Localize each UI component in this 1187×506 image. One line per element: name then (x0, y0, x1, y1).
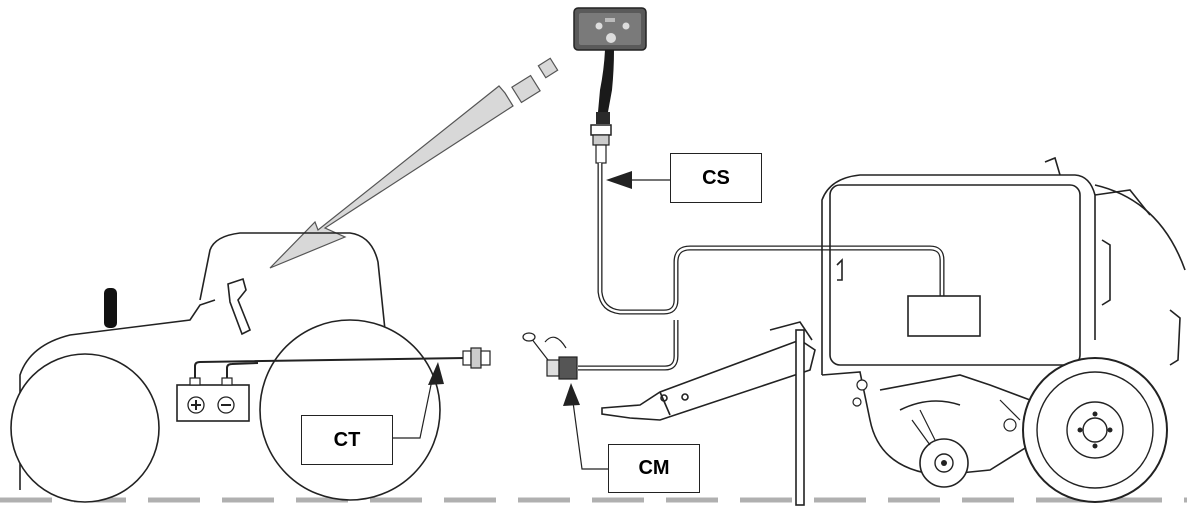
tractor-front-wheel (11, 354, 159, 502)
ct-label: CT (301, 415, 393, 465)
pickup-teeth (853, 380, 1020, 445)
control-monitor-icon (574, 8, 646, 124)
cs-label: CS (670, 153, 762, 203)
battery-icon (177, 378, 249, 421)
tractor-rear-wheel (260, 320, 440, 500)
cm-label: CM (608, 444, 700, 493)
baler-wheel (1023, 358, 1167, 502)
direction-arrow (270, 58, 558, 268)
cm-connector-icon (523, 333, 577, 379)
pickup-wheel (920, 439, 968, 487)
cs-connector-icon (591, 125, 611, 163)
cm-cable (578, 320, 676, 368)
cs-pointer (606, 171, 670, 189)
exhaust-icon (104, 288, 117, 328)
cm-pointer (563, 383, 608, 469)
ct-socket-icon (463, 348, 490, 368)
